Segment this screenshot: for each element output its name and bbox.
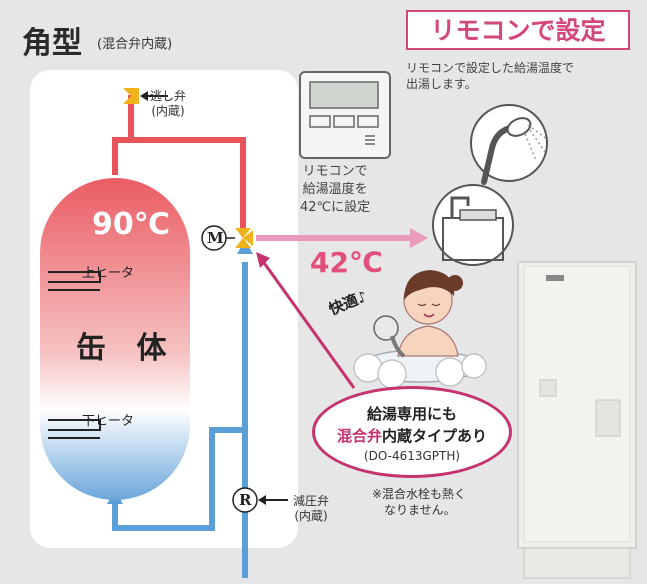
output-temperature: 42℃ bbox=[310, 246, 383, 279]
note-text: ※混合水栓も熱く なりません。 bbox=[372, 487, 467, 517]
reducing-valve-circle bbox=[232, 487, 258, 513]
mixing-valve-symbol: M bbox=[207, 229, 224, 247]
upper-heater-label: 上ヒータ bbox=[82, 266, 135, 281]
bubble-highlight: 混合弁 bbox=[336, 427, 382, 445]
page-subtitle: (混合弁内蔵) bbox=[97, 37, 173, 52]
remocon-description: リモコンで設定した給湯温度で 出湯します。 bbox=[406, 61, 575, 91]
reducing-valve-label: 減圧弁 (内蔵) bbox=[293, 494, 330, 523]
remocon-heading: リモコンで設定 bbox=[406, 10, 630, 50]
bubble-line2-rest: 内蔵タイプあり bbox=[382, 427, 488, 445]
shower-illustration bbox=[470, 104, 549, 185]
faucet-illustration bbox=[432, 184, 514, 266]
bubble-model: (DO-4613GPTH) bbox=[363, 449, 461, 463]
remote-controller bbox=[299, 71, 391, 159]
relief-valve-label: 逃し弁 (内蔵) bbox=[150, 89, 187, 118]
tank-top-temperature: 90℃ bbox=[92, 207, 171, 242]
bubble-line2: 混合弁内蔵タイプあり bbox=[315, 425, 509, 446]
remote-caption: リモコンで 給湯温度を 42℃に設定 bbox=[300, 164, 371, 215]
lower-heater-label: 下ヒータ bbox=[82, 414, 135, 429]
mixing-valve bbox=[235, 228, 253, 248]
relief-valve bbox=[123, 88, 139, 104]
reducing-valve-symbol: R bbox=[239, 491, 252, 509]
lower-heater-symbol bbox=[48, 419, 101, 431]
upper-heater-symbol bbox=[48, 271, 101, 283]
water-heater-unit-illustration bbox=[517, 261, 637, 579]
page-title: 角型 bbox=[22, 26, 82, 61]
tank-label: 缶 体 bbox=[76, 331, 177, 366]
bubble-pointer bbox=[260, 259, 356, 389]
bathing-person-illustration bbox=[353, 270, 487, 389]
bubble-line1: 給湯専用にも bbox=[366, 405, 457, 423]
mixing-valve-bubble: 給湯専用にも 混合弁内蔵タイプあり (DO-4613GPTH) bbox=[312, 386, 512, 478]
cold-return-pipe bbox=[112, 427, 245, 531]
hot-pipe bbox=[112, 137, 246, 228]
